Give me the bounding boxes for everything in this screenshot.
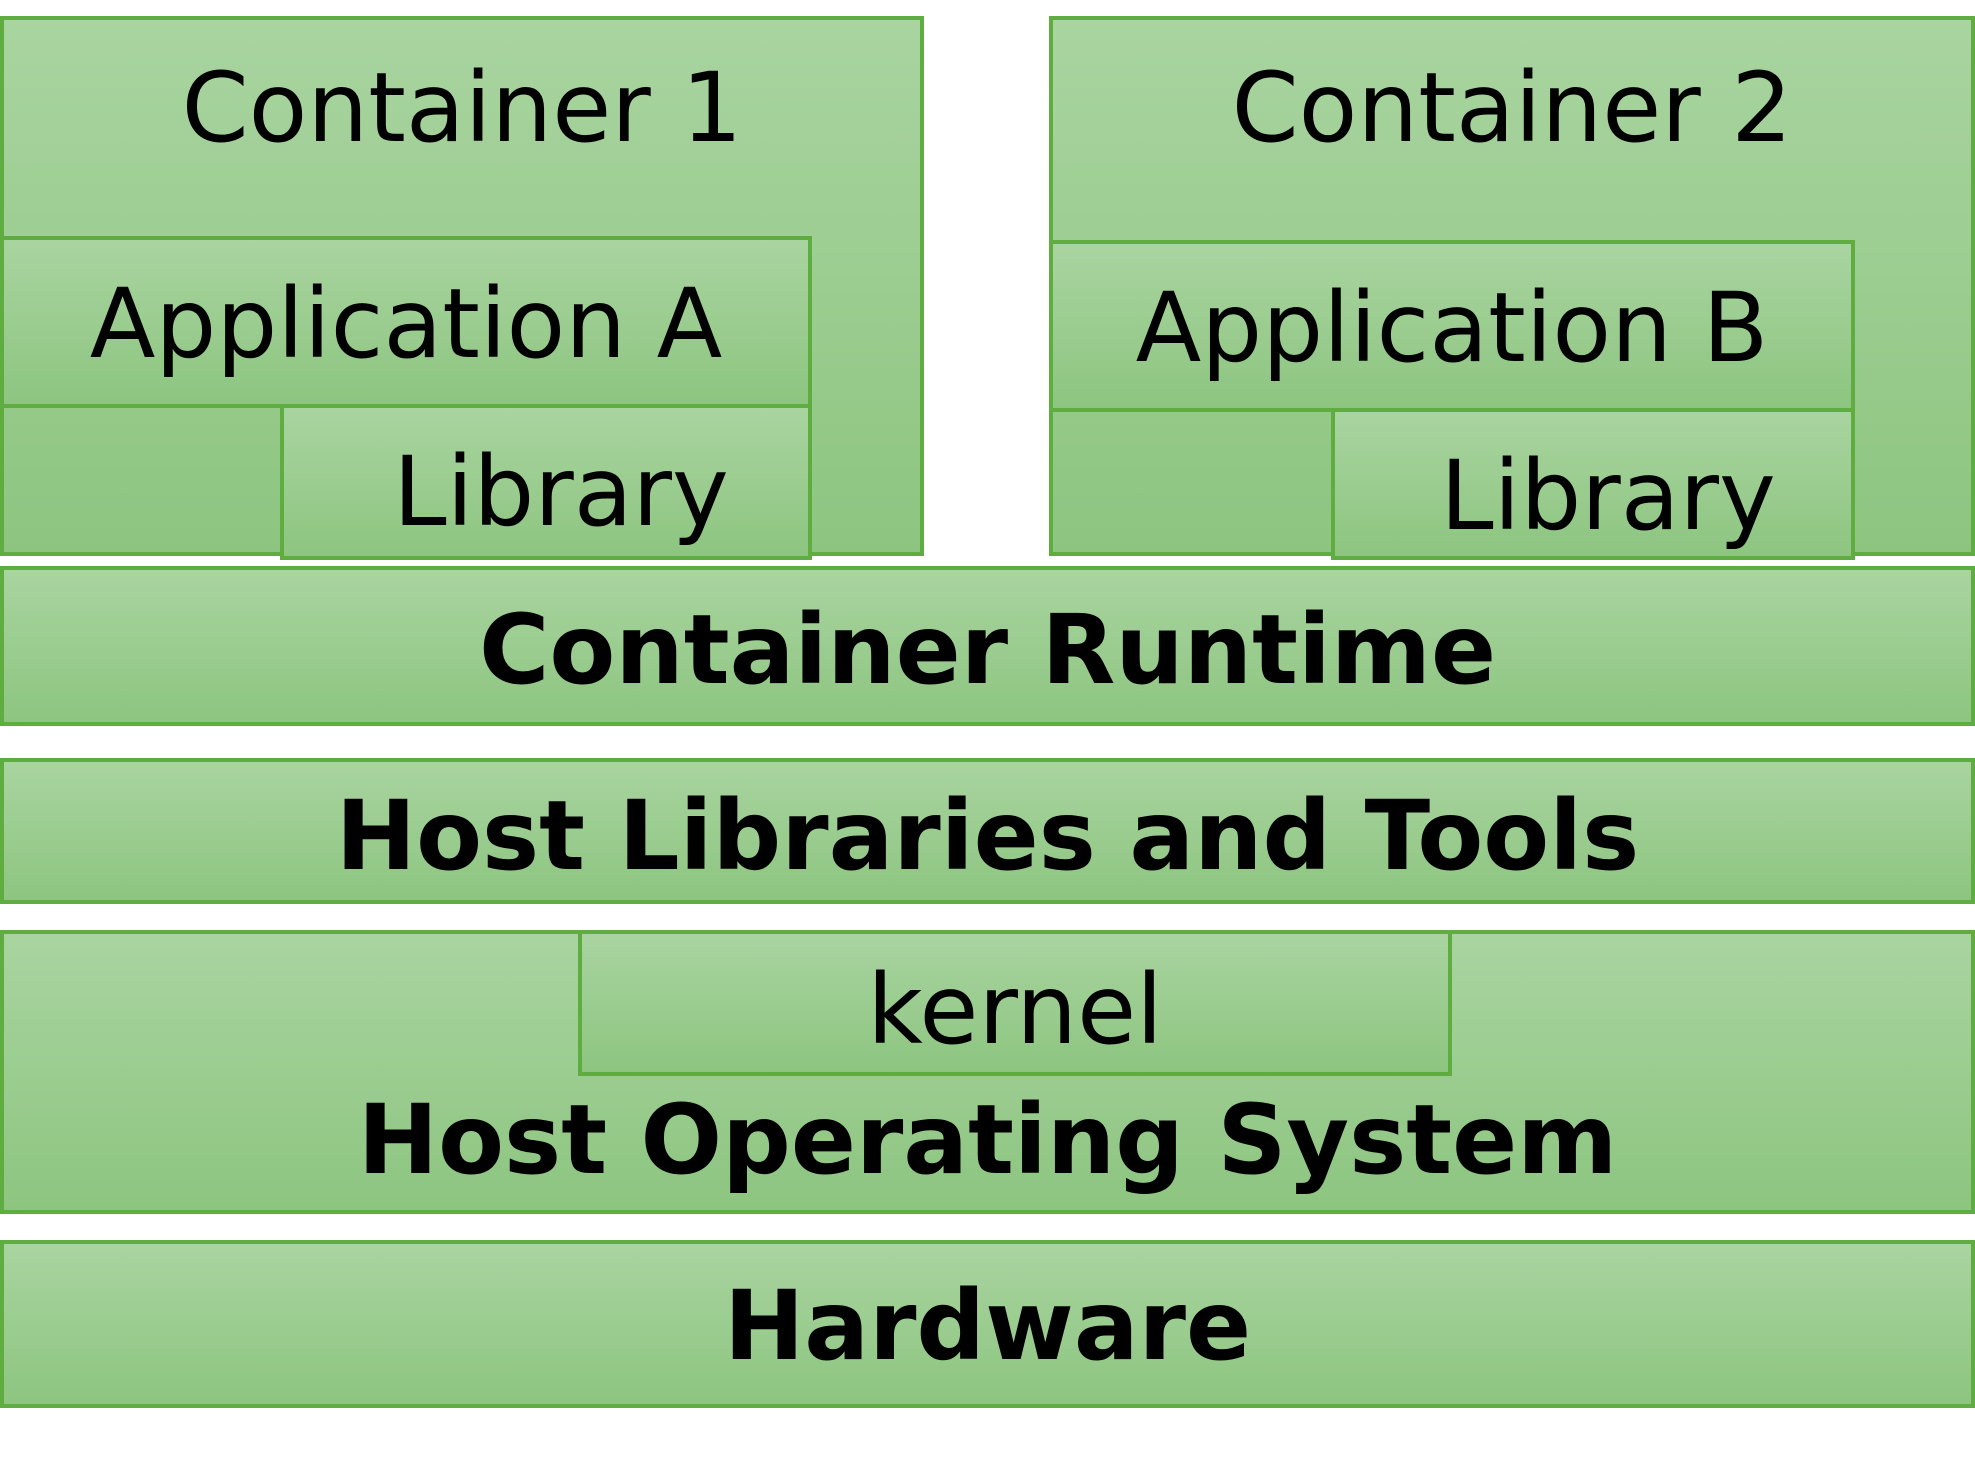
container-runtime-layer: Container Runtime: [0, 566, 1975, 726]
library-b-label: Library: [1440, 440, 1776, 552]
host-libraries-layer: Host Libraries and Tools: [0, 758, 1975, 904]
host-libraries-label: Host Libraries and Tools: [335, 780, 1640, 892]
container-2-title: Container 2: [1231, 52, 1793, 164]
library-a-box: Library: [280, 404, 812, 560]
container-runtime-label: Container Runtime: [478, 594, 1497, 706]
kernel-label: kernel: [867, 954, 1163, 1066]
application-a-label: Application A: [89, 268, 723, 380]
kernel-box: kernel: [578, 930, 1452, 1076]
host-os-layer: kernel Host Operating System: [0, 930, 1975, 1214]
application-b-box: Application B: [1049, 240, 1855, 412]
application-a-box: Application A: [0, 236, 812, 408]
hardware-label: Hardware: [723, 1270, 1252, 1382]
library-b-box: Library: [1331, 408, 1855, 560]
container-2-box: Container 2 Application B Library: [1049, 16, 1975, 560]
library-a-label: Library: [393, 436, 729, 548]
application-b-label: Application B: [1135, 272, 1769, 384]
host-os-label: Host Operating System: [357, 1084, 1618, 1196]
hardware-layer: Hardware: [0, 1240, 1975, 1408]
container-1-box: Container 1 Application A Library: [0, 16, 924, 560]
container-1-title: Container 1: [181, 52, 743, 164]
